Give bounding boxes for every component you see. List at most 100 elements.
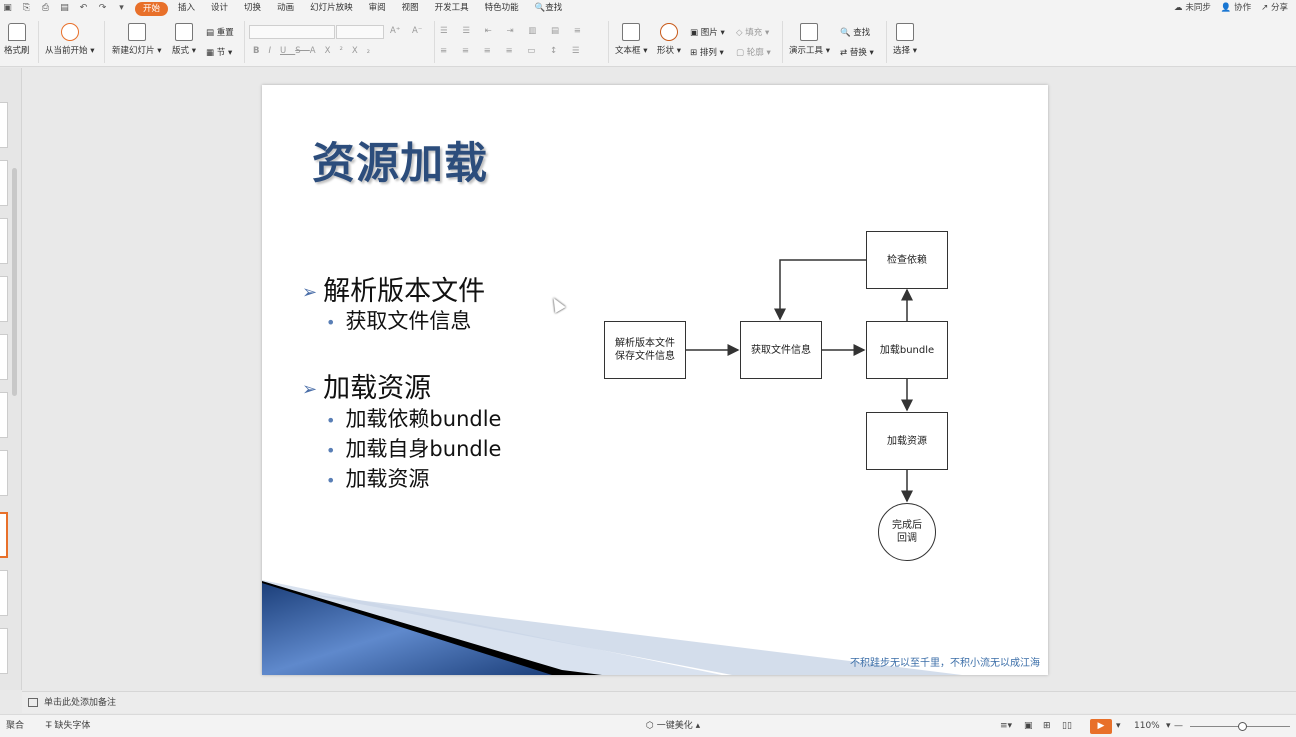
format-painter-button[interactable]: 格式刷: [4, 23, 30, 56]
tab-design[interactable]: 设计: [211, 3, 229, 13]
shape-button[interactable]: 形状 ▾: [657, 23, 681, 56]
tab-transition[interactable]: 切换: [244, 3, 262, 13]
font-style-buttons[interactable]: BIUSAX²X₂: [253, 46, 380, 56]
notes-toggle-button[interactable]: ≡▾: [1000, 721, 1013, 731]
zoom-options-button[interactable]: ▾: [1166, 721, 1171, 731]
zoom-out-button[interactable]: —: [1174, 721, 1183, 731]
new-slide-button[interactable]: 新建幻灯片 ▾: [112, 23, 161, 56]
slide-thumbnail[interactable]: [0, 392, 8, 438]
share-button[interactable]: ↗ 分享: [1261, 3, 1288, 13]
beautify-button[interactable]: ⬡ 一键美化 ▴: [646, 721, 701, 731]
outline-button[interactable]: ▢ 轮廓 ▾: [736, 48, 771, 58]
tab-developer[interactable]: 开发工具: [434, 3, 469, 13]
tab-view[interactable]: 视图: [401, 3, 419, 13]
flow-node-load-bundle[interactable]: 加载bundle: [866, 321, 948, 379]
thumbnail-scrollbar[interactable]: [12, 168, 17, 396]
slide-title[interactable]: 资源加载: [312, 139, 488, 189]
picture-button[interactable]: ▣ 图片 ▾: [690, 28, 725, 38]
tab-slideshow[interactable]: 幻灯片放映: [310, 3, 353, 13]
select-button[interactable]: 选择 ▾: [893, 23, 917, 56]
replace-button[interactable]: ⇄ 替换 ▾: [840, 48, 874, 58]
slide-thumbnail[interactable]: [0, 276, 8, 322]
flow-node-get-info[interactable]: 获取文件信息: [740, 321, 822, 379]
bullet-level1[interactable]: ➢加载资源: [302, 373, 432, 404]
undo-icon[interactable]: ↶: [79, 3, 88, 13]
bullet-dot-icon: •: [326, 470, 336, 490]
status-left-1[interactable]: 聚合: [6, 721, 25, 731]
tab-special[interactable]: 特色功能: [484, 3, 519, 13]
size-down-button[interactable]: A⁻: [412, 26, 423, 36]
slide-thumbnail-pane: [0, 68, 22, 690]
bullet-level2[interactable]: •获取文件信息: [326, 309, 472, 333]
notes-icon: [28, 698, 38, 707]
bullet-level2[interactable]: •加载依赖bundle: [326, 407, 502, 431]
flow-node-done[interactable]: 完成后回调: [878, 503, 936, 561]
tab-animation[interactable]: 动画: [277, 3, 295, 13]
text-box-button[interactable]: 文本框 ▾: [615, 23, 647, 56]
slide-thumbnail[interactable]: [0, 628, 8, 674]
select-icon: [895, 23, 914, 41]
grid-view-button[interactable]: ⊞: [1043, 721, 1051, 731]
slide-thumbnail[interactable]: [0, 334, 8, 380]
play-slideshow-button[interactable]: ▶: [1090, 719, 1112, 734]
font-name-select[interactable]: [249, 25, 335, 39]
slide-footer-text[interactable]: 不积跬步无以至千里，不积小流无以成江海: [850, 658, 1040, 669]
flow-node-check-deps[interactable]: 检查依赖: [866, 231, 948, 289]
slide-thumbnail-selected[interactable]: [0, 512, 8, 558]
font-icon: T̶: [46, 721, 52, 731]
bullet-level1[interactable]: ➢解析版本文件: [302, 276, 486, 307]
size-up-button[interactable]: A⁺: [390, 26, 401, 36]
paragraph-buttons-row2[interactable]: ≡ ≡ ≡ ≡ ▭ ↕ ☰: [440, 46, 586, 56]
section-button[interactable]: ▦ 节 ▾: [206, 48, 233, 58]
bullet-arrow-icon: ➢: [302, 379, 318, 400]
sync-button[interactable]: ☁ 未同步: [1174, 3, 1211, 13]
slide-thumbnail[interactable]: [0, 160, 8, 206]
slide-thumbnail[interactable]: [0, 218, 8, 264]
print-icon[interactable]: ⎙: [41, 3, 50, 13]
arrange-button[interactable]: ⊞ 排列 ▾: [690, 48, 724, 58]
tab-review[interactable]: 审阅: [368, 3, 386, 13]
slide-canvas[interactable]: 资源加载 ➢解析版本文件 •获取文件信息 ➢加载资源 •加载依赖bundle •…: [262, 85, 1048, 675]
bullet-level2[interactable]: •加载自身bundle: [326, 437, 502, 461]
beautify-icon: ⬡: [646, 721, 654, 731]
play-options-button[interactable]: ▾: [1116, 721, 1121, 731]
layout-button[interactable]: 版式 ▾: [172, 23, 196, 56]
zoom-level[interactable]: 110%: [1134, 721, 1160, 731]
text-box-icon: [622, 23, 641, 41]
title-menu-bar: ▣ ⎘ ⎙ ▤ ↶ ↷ ▾ 开始 插入 设计 切换 动画 幻灯片放映 审阅 视图…: [0, 0, 1296, 17]
save-as-icon[interactable]: ⎘: [22, 3, 31, 13]
zoom-slider-knob[interactable]: [1238, 722, 1247, 731]
slide-thumbnail[interactable]: [0, 570, 8, 616]
fill-button[interactable]: ◇ 填充 ▾: [736, 28, 770, 38]
font-size-select[interactable]: [336, 25, 384, 39]
find-button[interactable]: 🔍 查找: [840, 28, 871, 38]
ribbon: 格式刷 从当前开始 ▾ 新建幻灯片 ▾ 版式 ▾ ▤ 重置 ▦ 节 ▾ A⁺ A…: [0, 17, 1296, 67]
flow-node-load-res[interactable]: 加载资源: [866, 412, 948, 470]
new-slide-icon: [127, 23, 146, 41]
notes-bar[interactable]: 单击此处添加备注: [22, 691, 1296, 713]
find-icon: 🔍: [840, 28, 851, 38]
tab-home[interactable]: 开始: [135, 1, 169, 16]
present-tools-button[interactable]: 演示工具 ▾: [789, 23, 830, 56]
preview-icon[interactable]: ▤: [60, 3, 69, 13]
save-icon[interactable]: ▣: [3, 3, 12, 13]
play-from-current-button[interactable]: 从当前开始 ▾: [45, 23, 94, 56]
layout-icon: [174, 23, 193, 41]
brush-icon: [7, 23, 26, 41]
menu-search[interactable]: 🔍查找: [534, 3, 563, 13]
slide-thumbnail[interactable]: [0, 102, 8, 148]
bullet-arrow-icon: ➢: [302, 282, 318, 303]
bullet-level2[interactable]: •加载资源: [326, 467, 430, 491]
missing-font-button[interactable]: T̶ 缺失字体: [46, 721, 91, 731]
normal-view-button[interactable]: ▣: [1024, 721, 1033, 731]
collab-button[interactable]: 👤 协作: [1220, 3, 1252, 13]
reset-button[interactable]: ▤ 重置: [206, 28, 234, 38]
reading-view-button[interactable]: ▯▯: [1062, 721, 1072, 731]
customize-icon[interactable]: ▾: [119, 3, 124, 13]
flow-node-parse[interactable]: 解析版本文件保存文件信息: [604, 321, 686, 379]
slide-thumbnail[interactable]: [0, 450, 8, 496]
tab-insert[interactable]: 插入: [178, 3, 196, 13]
arrow-check-to-info: [774, 259, 866, 321]
paragraph-buttons-row1[interactable]: ☰ ☰ ⇤ ⇥ ▥ ▤ ≡: [440, 26, 587, 36]
redo-icon[interactable]: ↷: [98, 3, 107, 13]
